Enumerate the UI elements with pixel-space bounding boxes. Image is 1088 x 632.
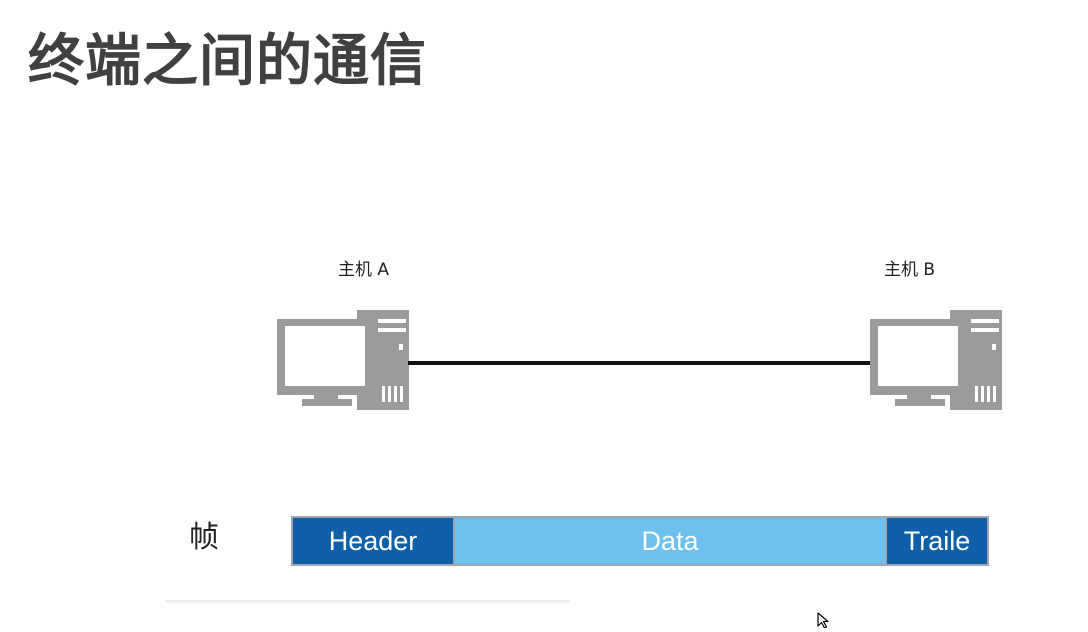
frame-structure: Header Data Traile xyxy=(291,516,989,566)
page-title: 终端之间的通信 xyxy=(28,29,427,94)
divider xyxy=(165,600,570,604)
host-b-computer-icon xyxy=(870,310,1005,412)
host-a-label: 主机 A xyxy=(338,260,390,280)
frame-data-segment: Data xyxy=(455,516,887,566)
host-b-label: 主机 B xyxy=(884,260,936,280)
network-link-line xyxy=(408,361,874,365)
mouse-cursor-icon xyxy=(817,612,831,629)
frame-label: 帧 xyxy=(189,520,219,555)
host-a-computer-icon xyxy=(277,310,412,412)
frame-header-segment: Header xyxy=(291,516,455,566)
frame-trailer-segment: Traile xyxy=(887,516,989,566)
